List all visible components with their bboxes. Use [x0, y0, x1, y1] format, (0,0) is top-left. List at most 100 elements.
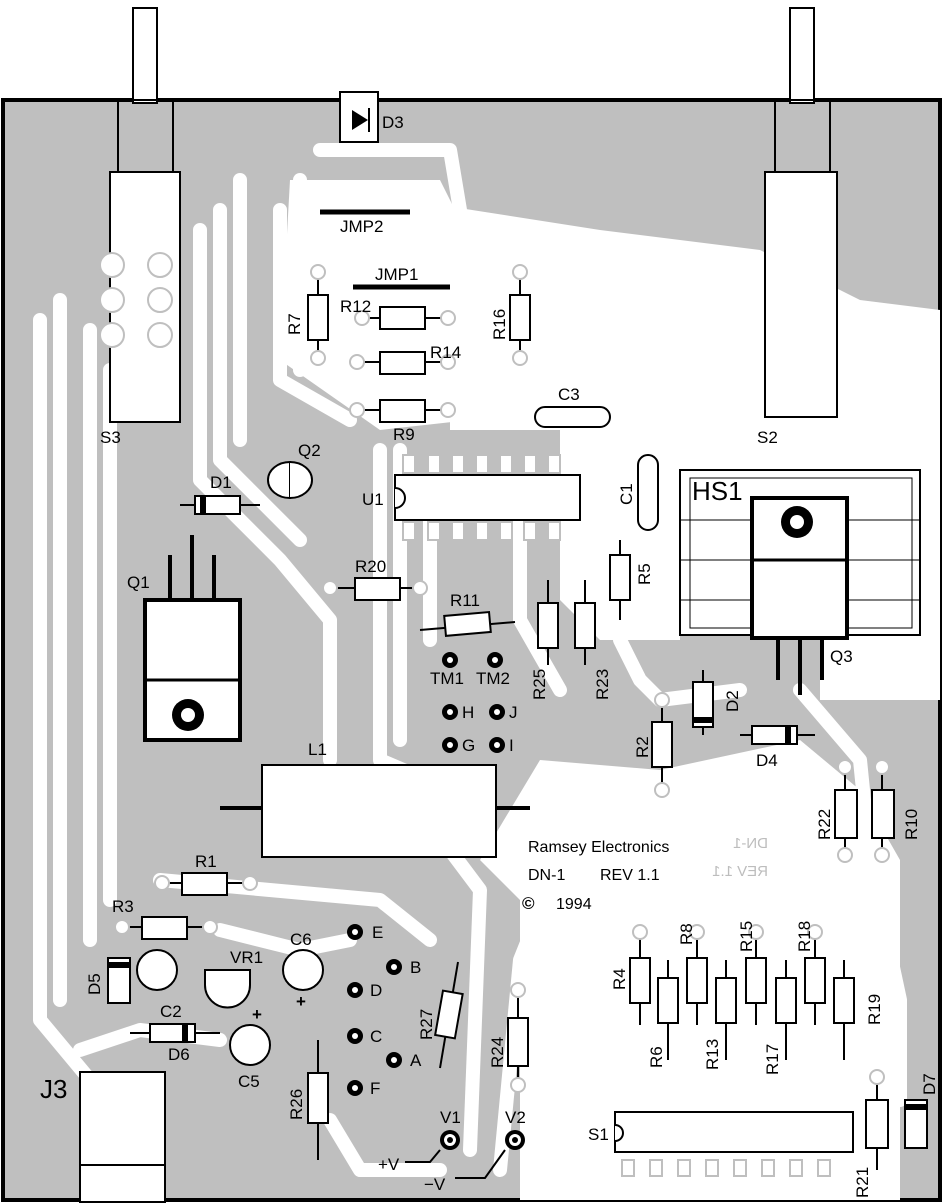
- switch-s3: S3: [99, 7, 181, 447]
- label-r23: R23: [593, 669, 612, 700]
- capacitor-round-left: [136, 949, 178, 991]
- resistor-r13: R13: [703, 960, 737, 1070]
- label-r17: R17: [763, 1044, 782, 1075]
- label-i: I: [509, 736, 514, 755]
- ghost-rev: REV 1.1: [712, 863, 768, 880]
- resistor-r27: R27: [417, 961, 464, 1069]
- resistor-r22: R22: [815, 759, 858, 863]
- resistor-r12: R12: [340, 297, 456, 330]
- diode-d7: D7: [904, 1073, 939, 1149]
- label-v2: V2: [505, 1108, 526, 1127]
- label-c1: C1: [617, 483, 636, 505]
- resistor-r24: R24: [488, 982, 529, 1093]
- resistor-r25: R25: [530, 580, 559, 700]
- label-tm1: TM1: [430, 669, 464, 688]
- label-q1: Q1: [127, 573, 150, 592]
- capacitor-c5: + C5: [229, 1005, 271, 1091]
- diode-d1: D1: [180, 473, 260, 515]
- label-r24: R24: [488, 1037, 507, 1068]
- label-r13: R13: [703, 1039, 722, 1070]
- label-tm2: TM2: [476, 669, 510, 688]
- board-model: DN-1: [528, 867, 565, 884]
- label-d5: D5: [85, 973, 104, 995]
- label-v1: V1: [440, 1108, 461, 1127]
- board-title: Ramsey Electronics: [528, 839, 669, 856]
- label-c6-plus: +: [296, 992, 306, 1011]
- label-vr1: VR1: [230, 948, 263, 967]
- label-j3: J3: [40, 1074, 67, 1104]
- label-r11: R11: [450, 591, 480, 610]
- resistor-r18: R18: [795, 921, 826, 1025]
- resistor-r21: R21: [853, 1069, 889, 1198]
- label-r21: R21: [853, 1167, 872, 1198]
- capacitor-c2-diode-d6: C2 D6: [130, 1002, 220, 1064]
- label-d-pin: D: [370, 981, 382, 1000]
- heatsink-hs1: HS1 Q3: [679, 469, 921, 695]
- label-b: B: [410, 958, 421, 977]
- label-d1: D1: [210, 473, 232, 492]
- ghost-model: DN-1: [733, 835, 768, 852]
- label-s1: S1: [588, 1125, 609, 1144]
- capacitor-c6: C6 +: [282, 930, 324, 1011]
- label-vplus: +V: [378, 1155, 400, 1174]
- capacitor-c3: C3: [534, 385, 611, 428]
- resistor-r5: R5: [609, 540, 654, 620]
- label-r2: R2: [633, 736, 652, 758]
- label-r1: R1: [195, 852, 217, 871]
- label-r26: R26: [287, 1089, 306, 1120]
- label-r3: R3: [112, 897, 134, 916]
- test-points: TM1 TM2 H J G I: [430, 652, 518, 755]
- resistor-r11: R11: [419, 591, 516, 637]
- label-e: E: [372, 923, 383, 942]
- resistor-r6: R6: [647, 960, 679, 1068]
- resistor-r16: R16: [490, 264, 531, 366]
- resistor-r23: R23: [574, 580, 612, 700]
- resistor-r1: R1: [154, 852, 258, 896]
- terminal-v2: V2 −V: [424, 1108, 526, 1194]
- label-f: F: [370, 1079, 380, 1098]
- label-r5: R5: [635, 563, 654, 585]
- label-c3: C3: [558, 385, 580, 404]
- label-r20: R20: [355, 557, 386, 576]
- label-r6: R6: [647, 1046, 666, 1068]
- label-d2: D2: [723, 690, 742, 712]
- resistor-r17: R17: [763, 960, 797, 1075]
- resistor-r14: R14: [349, 343, 461, 375]
- diode-d4: D4: [740, 725, 815, 770]
- resistor-r3: R3: [112, 897, 218, 940]
- transistor-q2: Q2: [267, 441, 321, 500]
- dip-switch-s1: S1: [588, 1111, 854, 1177]
- capacitor-c1: C1: [617, 454, 659, 531]
- label-g: G: [462, 736, 475, 755]
- label-jmp2: JMP2: [340, 217, 383, 236]
- label-r27: R27: [417, 1009, 436, 1040]
- inductor-l1: L1: [220, 740, 530, 858]
- label-r7: R7: [285, 313, 304, 335]
- label-c5-plus: +: [252, 1005, 262, 1024]
- label-d3: D3: [382, 113, 404, 132]
- board-revision: REV 1.1: [600, 867, 660, 884]
- jumper-jmp2: JMP2: [320, 209, 410, 236]
- label-c-pin: C: [370, 1027, 382, 1046]
- resistor-r19: R19: [833, 960, 884, 1060]
- regulator-q1: Q1: [127, 535, 242, 742]
- jumper-jmp1: JMP1: [353, 265, 450, 290]
- label-r18: R18: [795, 921, 814, 952]
- resistor-r15: R15: [737, 921, 767, 1025]
- diode-d2: D2: [692, 670, 742, 735]
- label-vminus: −V: [424, 1175, 446, 1194]
- ic-u1: U1: [362, 454, 581, 541]
- resistor-r4: R4: [610, 924, 651, 1025]
- resistor-bank: R4 R6 R8 R13 R15 R17: [610, 921, 884, 1075]
- label-r19: R19: [865, 994, 884, 1025]
- led-d3: D3: [339, 91, 404, 143]
- label-u1: U1: [362, 490, 384, 509]
- label-q3: Q3: [830, 647, 853, 666]
- resistor-r9: R9: [349, 399, 456, 444]
- jack-j3: J3: [40, 1071, 166, 1203]
- label-r25: R25: [530, 669, 549, 700]
- trimmer-vr1: VR1: [204, 948, 263, 1009]
- label-jmp1: JMP1: [375, 265, 418, 284]
